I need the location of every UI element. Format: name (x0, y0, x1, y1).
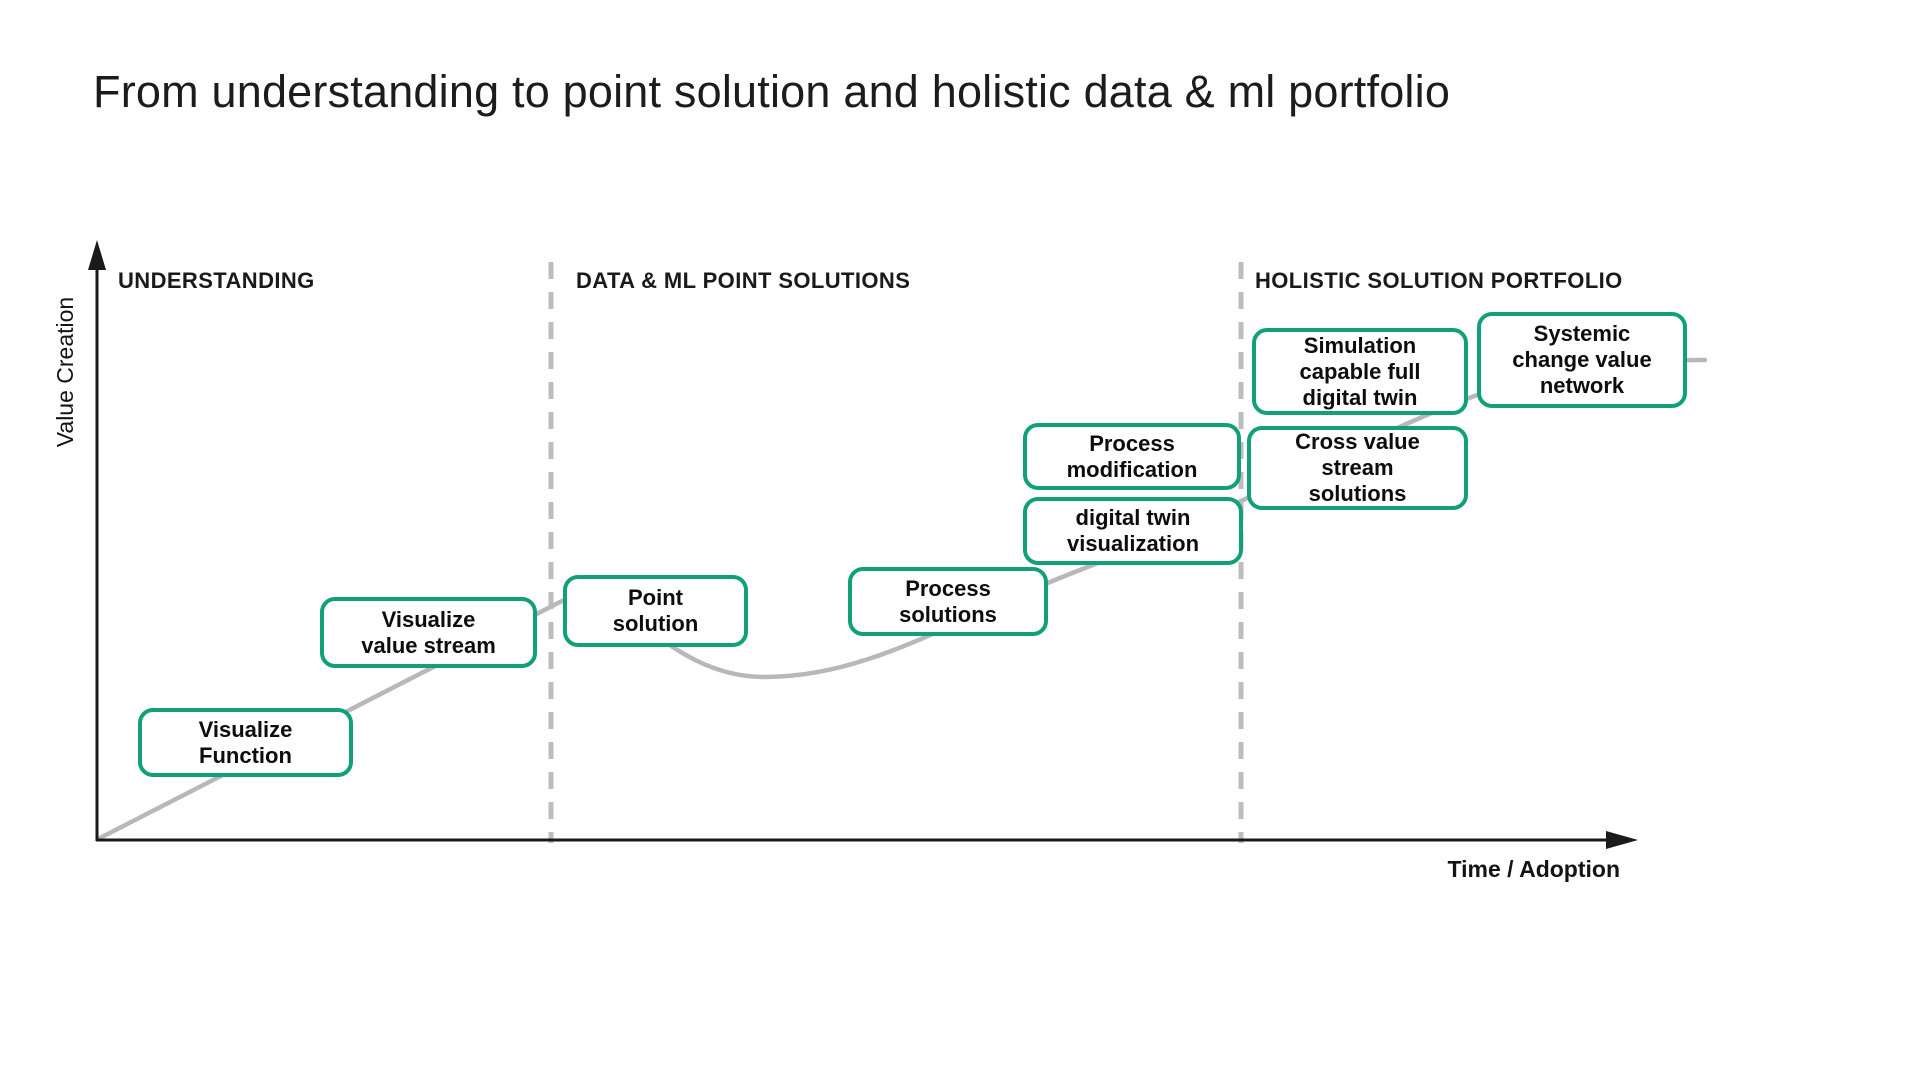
y-axis-label: Value Creation (52, 296, 78, 448)
y-axis-arrowhead (88, 240, 106, 270)
node-digital-twin-visualization: digital twin visualization (1023, 497, 1243, 565)
node-point-solution: Point solution (563, 575, 748, 647)
node-systemic-change-value-network: Systemic change value network (1477, 312, 1687, 408)
phase-header-understanding: UNDERSTANDING (118, 268, 315, 293)
phase-header-data-ml-point-solutions: DATA & ML POINT SOLUTIONS (576, 268, 911, 293)
node-process-modification: Process modification (1023, 423, 1241, 490)
node-process-solutions: Process solutions (848, 567, 1048, 636)
page-title: From understanding to point solution and… (93, 66, 1451, 117)
node-visualize-function: Visualize Function (138, 708, 353, 777)
x-axis-label: Time / Adoption (1447, 856, 1621, 882)
node-cross-value-stream-solutions: Cross value stream solutions (1247, 426, 1468, 510)
node-visualize-value-stream: Visualize value stream (320, 597, 537, 668)
x-axis-arrowhead (1606, 831, 1638, 849)
phase-header-holistic-solution-portfolio: HOLISTIC SOLUTION PORTFOLIO (1255, 268, 1623, 293)
node-simulation-capable-full-digital-twin: Simulation capable full digital twin (1252, 328, 1468, 415)
